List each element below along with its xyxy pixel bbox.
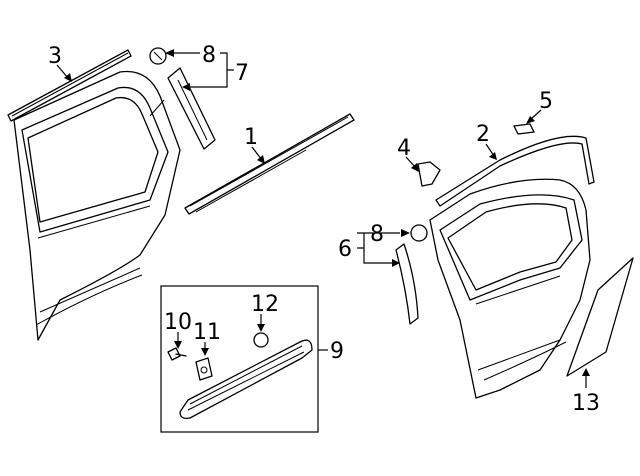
part-1-belt-molding xyxy=(184,113,355,215)
part-8-clip-left xyxy=(149,47,167,65)
part-5-clip xyxy=(513,123,535,135)
part-3-roof-molding xyxy=(7,49,132,122)
leader-lines xyxy=(56,49,590,388)
part-9-door-molding xyxy=(179,339,313,420)
callout-9: 9 xyxy=(330,339,344,364)
left-rear-door xyxy=(13,70,181,341)
callout-1: 1 xyxy=(244,125,258,150)
callout-13: 13 xyxy=(572,391,600,416)
part-4-bracket xyxy=(417,161,441,187)
part-10-screw xyxy=(167,347,181,361)
callout-11: 11 xyxy=(193,320,221,345)
callout-12: 12 xyxy=(251,292,279,317)
callout-labels: 1 2 3 4 5 6 7 8 8 9 10 11 12 13 xyxy=(48,43,600,416)
callout-8-right: 8 xyxy=(370,222,384,247)
part-2-roof-molding xyxy=(435,135,595,207)
callout-8-left: 8 xyxy=(202,43,216,68)
callout-4: 4 xyxy=(397,136,411,161)
callout-5: 5 xyxy=(539,89,553,114)
part-7-pillar-applique xyxy=(167,67,216,150)
right-rear-door xyxy=(429,178,591,399)
callout-10: 10 xyxy=(164,310,192,335)
parts-inset-box xyxy=(160,285,319,433)
part-12-clip xyxy=(253,332,269,348)
callout-2: 2 xyxy=(476,122,490,147)
callout-6: 6 xyxy=(338,237,352,262)
part-11-nut xyxy=(195,357,213,381)
part-6-pillar-molding xyxy=(395,243,419,325)
part-8-clip-right xyxy=(410,224,428,242)
callout-3: 3 xyxy=(48,44,62,69)
callout-7: 7 xyxy=(235,61,249,86)
part-13-panel xyxy=(566,257,634,377)
